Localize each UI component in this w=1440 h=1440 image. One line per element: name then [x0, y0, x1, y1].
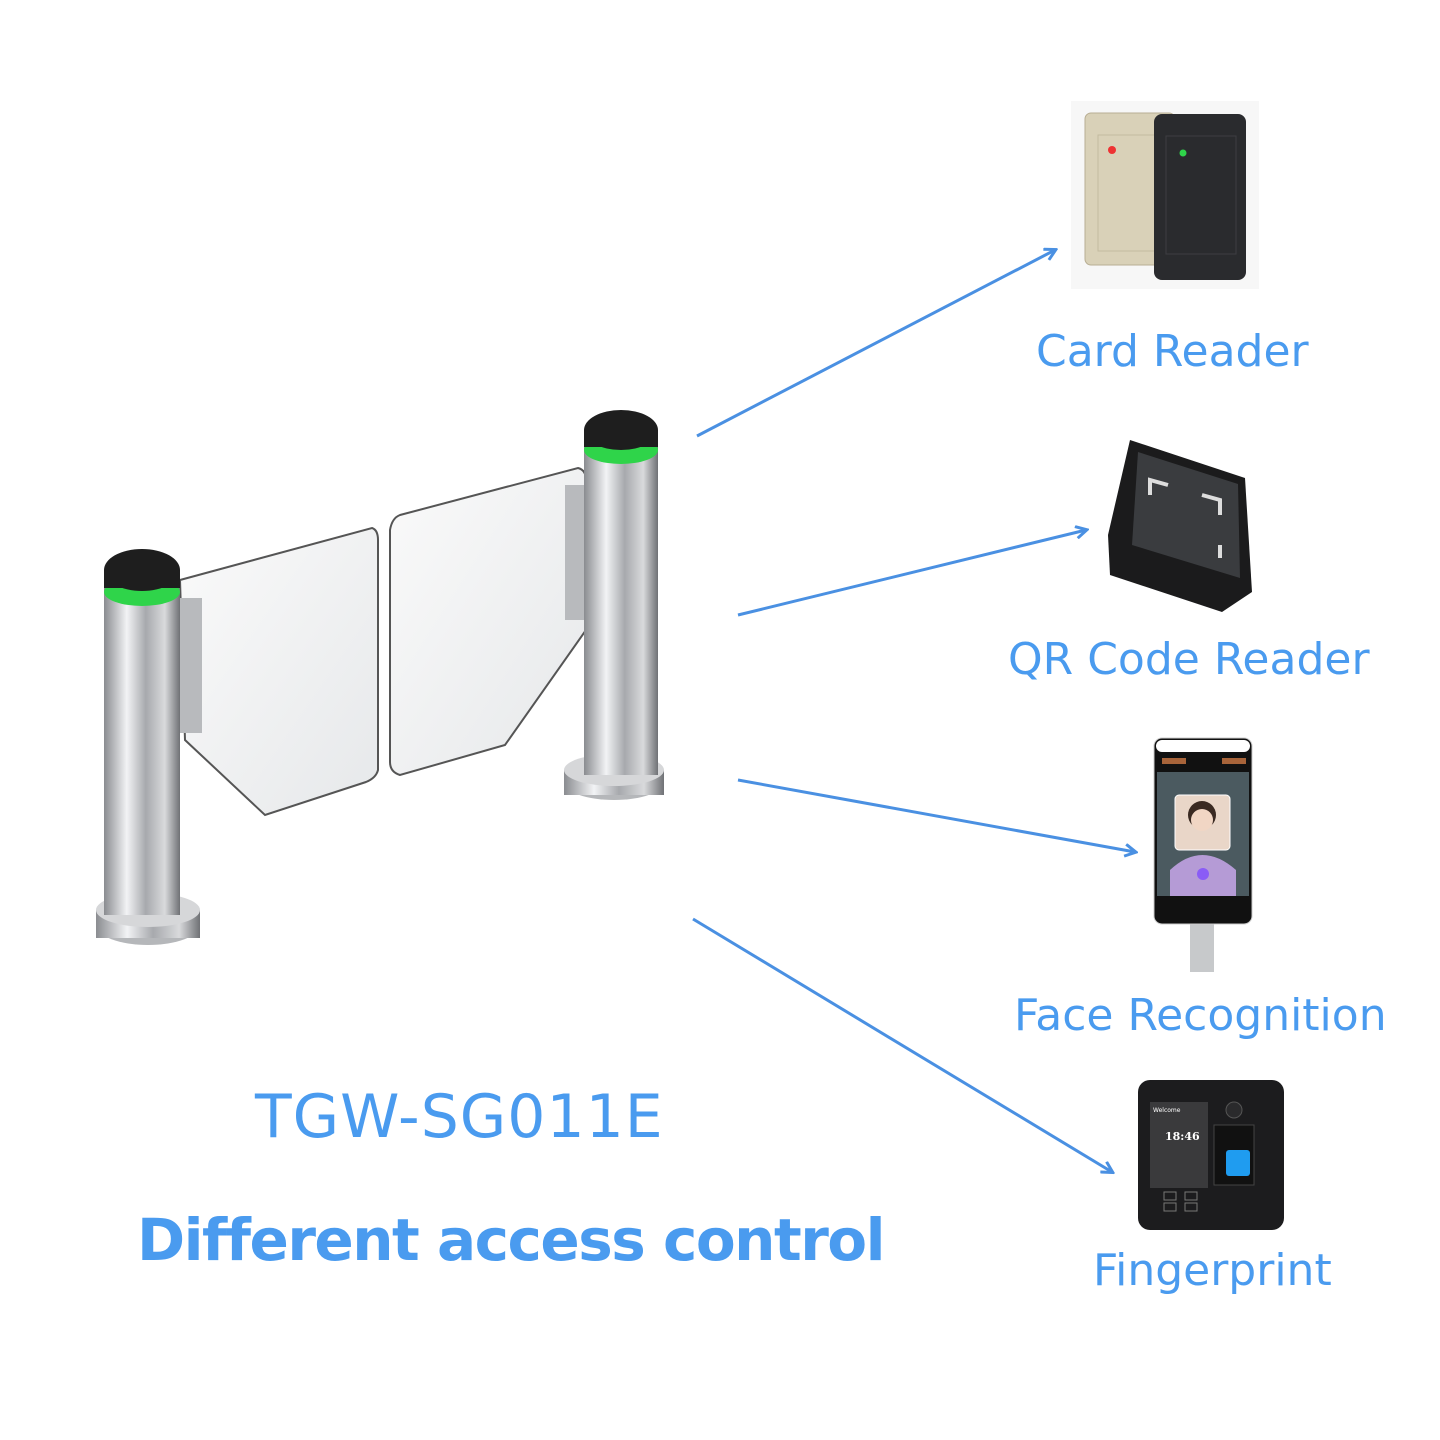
fingerprint-screen-time: 18:46 — [1165, 1130, 1200, 1143]
face-recognition-label: Face Recognition — [1014, 990, 1387, 1041]
qr-reader-icon — [1108, 440, 1252, 612]
arrow-to-fingerprint — [692, 917, 1112, 1172]
arrow-to-face-recognition — [737, 778, 1135, 852]
fingerprint-terminal-icon: Welcome 18:46 — [1138, 1080, 1284, 1230]
left-post — [96, 549, 200, 945]
arrow-to-card-reader — [696, 250, 1055, 438]
right-post — [564, 410, 664, 800]
fingerprint-screen-greeting: Welcome — [1153, 1107, 1181, 1114]
right-glass-wing — [389, 466, 587, 777]
product-model: TGW-SG011E — [255, 1082, 664, 1152]
left-glass-wing — [178, 526, 379, 817]
right-wing-bracket — [565, 485, 587, 620]
card-reader-icon — [1071, 101, 1259, 289]
fingerprint-label: Fingerprint — [1093, 1245, 1332, 1296]
swing-gate-turnstile — [96, 410, 664, 945]
left-wing-bracket — [180, 598, 202, 733]
card-reader-label: Card Reader — [1036, 326, 1309, 377]
tagline: Different access control — [137, 1206, 886, 1274]
face-terminal-icon — [1153, 737, 1253, 972]
arrow-to-qr-reader — [737, 530, 1086, 617]
qr-code-reader-label: QR Code Reader — [1008, 634, 1370, 685]
